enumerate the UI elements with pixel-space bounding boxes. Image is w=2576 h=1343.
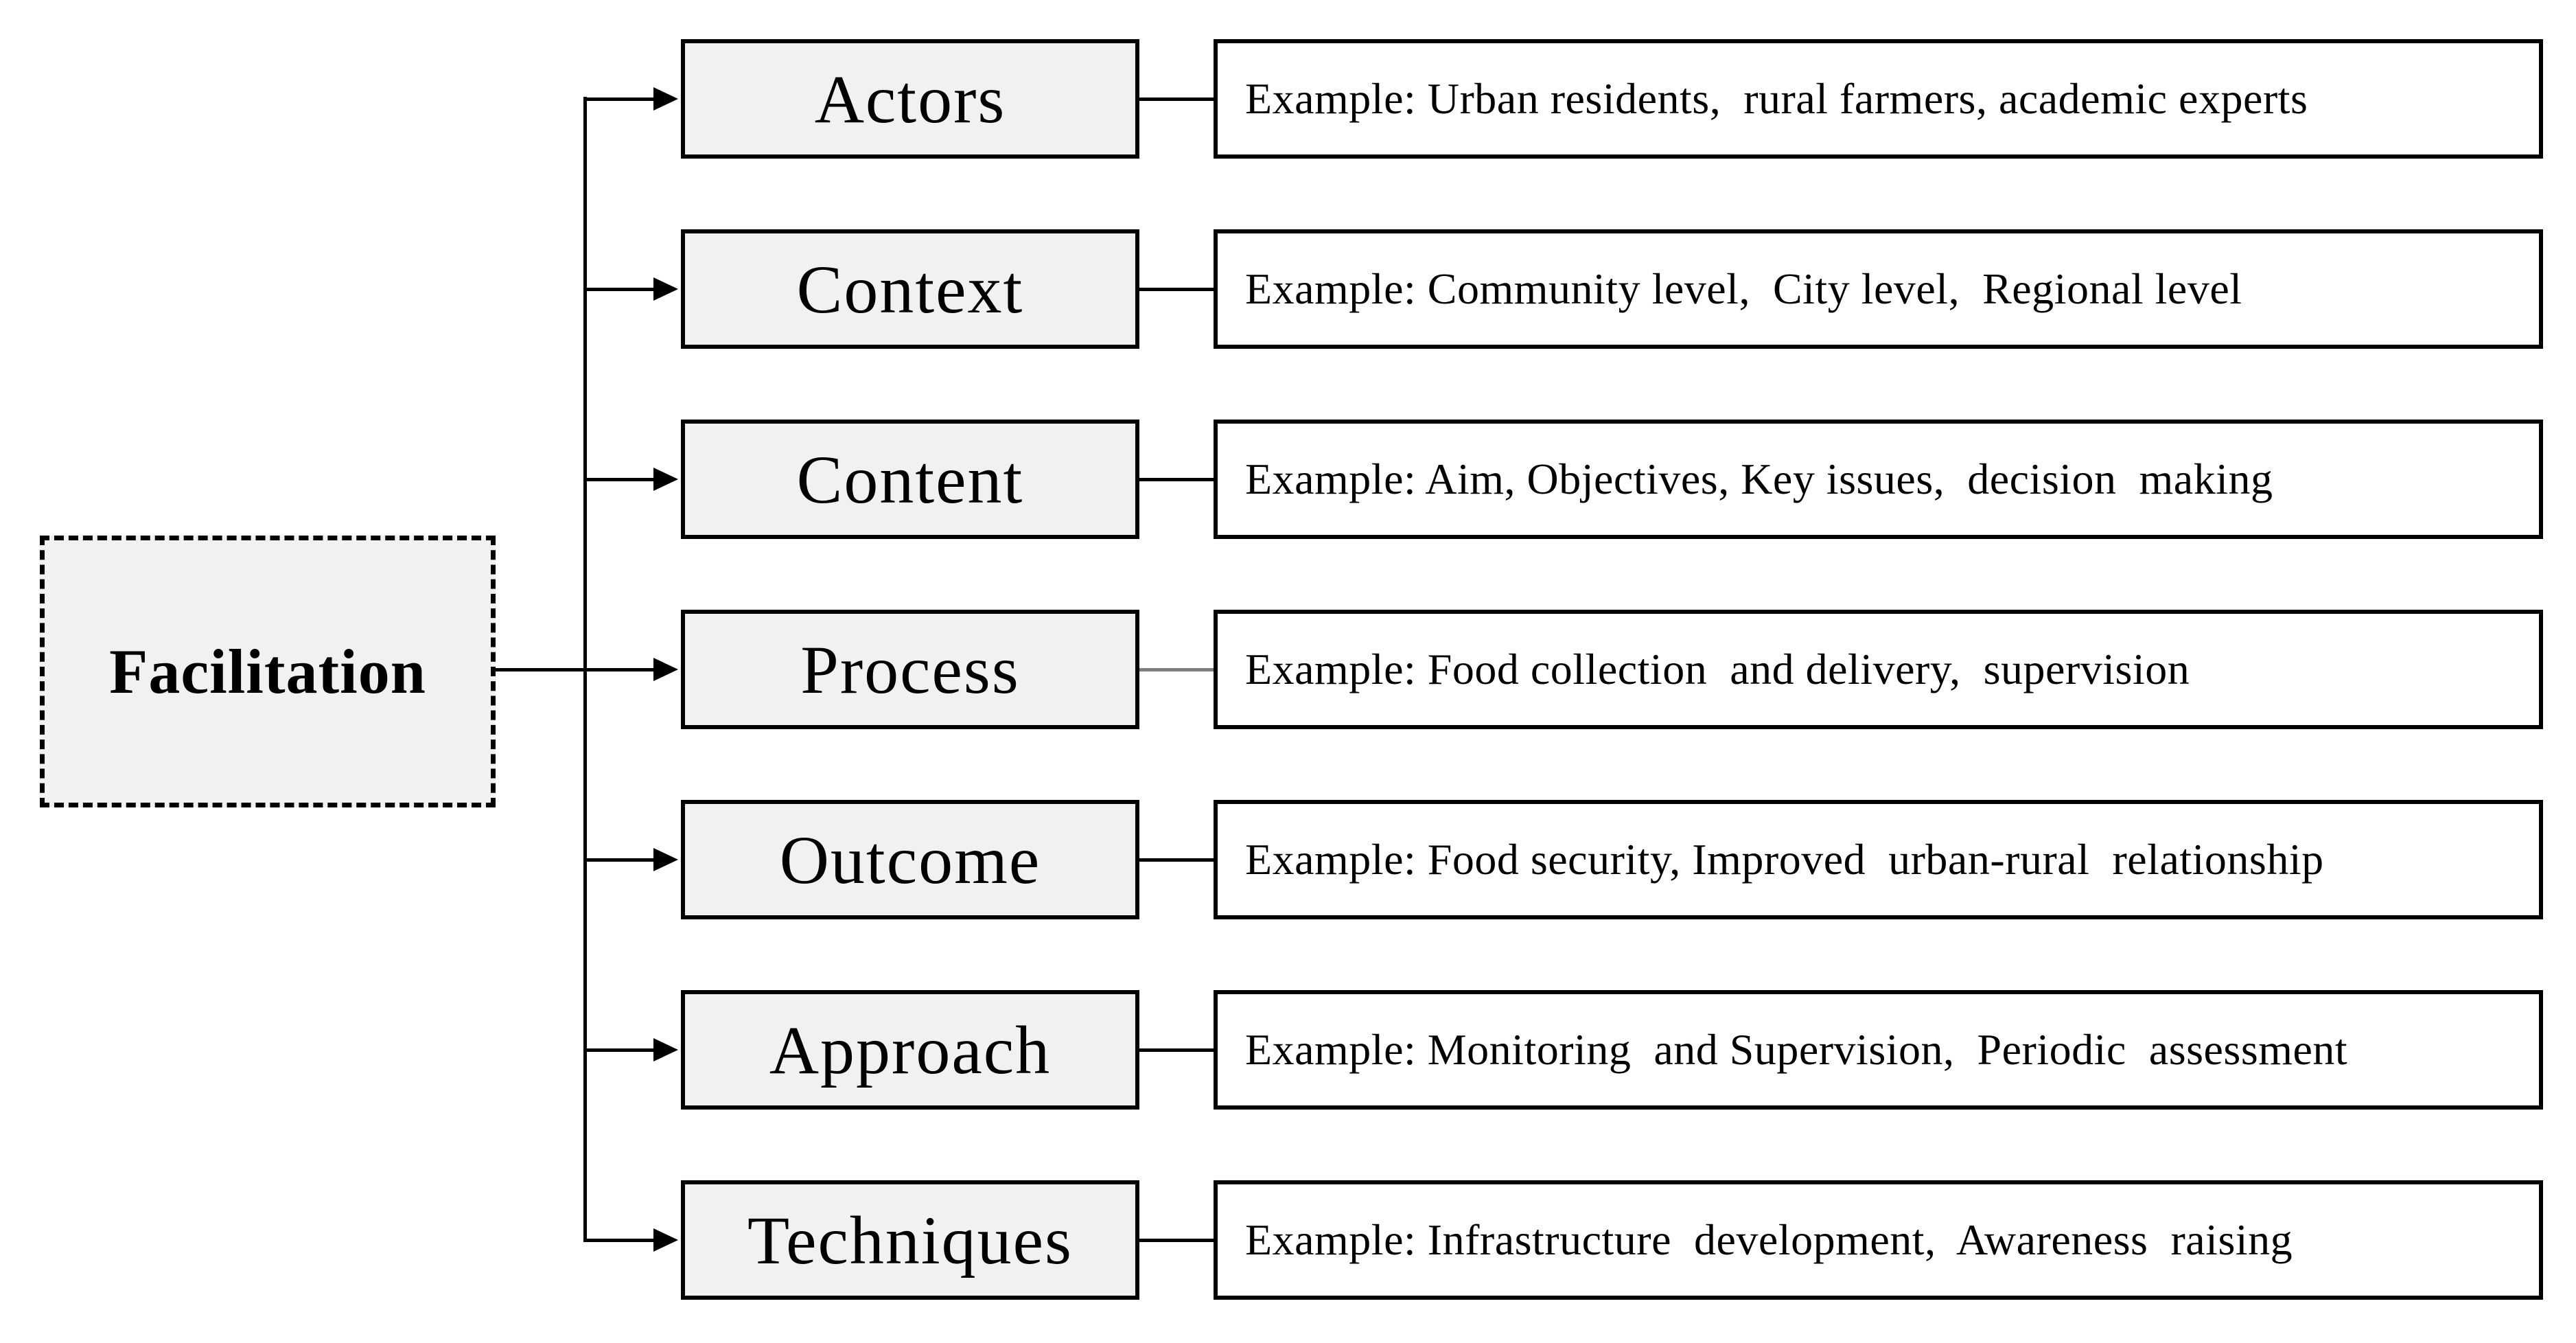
arrowhead-icon: [653, 1038, 678, 1061]
diagram-row-approach: Approach Example: Monitoring and Supervi…: [0, 990, 2576, 1110]
example-text-process: Example: Food collection and delivery, s…: [1245, 645, 2190, 693]
example-box-approach: Example: Monitoring and Supervision, Per…: [1214, 990, 2543, 1110]
example-box-outcome: Example: Food security, Improved urban-r…: [1214, 800, 2543, 919]
connector-techniques-to-example: [1139, 1239, 1214, 1242]
arrowhead-icon: [653, 87, 678, 111]
connector-outcome-to-example: [1139, 858, 1214, 862]
arrowhead-icon: [653, 1228, 678, 1252]
arrowhead-icon: [653, 468, 678, 491]
connector-trunk-to-outcome: [585, 858, 653, 862]
category-box-outcome: Outcome: [681, 800, 1139, 919]
example-box-techniques: Example: Infrastructure development, Awa…: [1214, 1180, 2543, 1300]
example-text-outcome: Example: Food security, Improved urban-r…: [1245, 835, 2324, 884]
category-label-actors: Actors: [814, 60, 1006, 137]
connector-trunk-to-techniques: [585, 1239, 653, 1242]
example-text-content: Example: Aim, Objectives, Key issues, de…: [1245, 455, 2273, 503]
arrowhead-icon: [653, 658, 678, 681]
example-text-context: Example: Community level, City level, Re…: [1245, 264, 2242, 313]
category-label-techniques: Techniques: [747, 1202, 1073, 1278]
connector-trunk-to-content: [585, 478, 653, 481]
category-box-approach: Approach: [681, 990, 1139, 1110]
connector-facilitation-to-process: [496, 668, 653, 672]
category-box-actors: Actors: [681, 39, 1139, 159]
example-text-techniques: Example: Infrastructure development, Awa…: [1245, 1215, 2293, 1264]
connector-content-to-example: [1139, 478, 1214, 481]
category-label-process: Process: [800, 631, 1020, 708]
facilitation-box: Facilitation: [40, 536, 496, 807]
diagram-row-process: Process Example: Food collection and del…: [0, 610, 2576, 729]
diagram-row-actors: Actors Example: Urban residents, rural f…: [0, 39, 2576, 159]
example-text-approach: Example: Monitoring and Supervision, Per…: [1245, 1025, 2348, 1074]
connector-actors-to-example: [1139, 97, 1214, 101]
category-label-outcome: Outcome: [779, 821, 1041, 898]
diagram-row-context: Context Example: Community level, City l…: [0, 229, 2576, 349]
example-text-actors: Example: Urban residents, rural farmers,…: [1245, 74, 2308, 123]
arrowhead-icon: [653, 277, 678, 301]
arrowhead-icon: [653, 848, 678, 871]
connector-trunk-to-context: [585, 288, 653, 291]
category-box-techniques: Techniques: [681, 1180, 1139, 1300]
connector-trunk-to-approach: [585, 1048, 653, 1052]
connector-approach-to-example: [1139, 1048, 1214, 1052]
category-box-content: Content: [681, 420, 1139, 539]
diagram-row-content: Content Example: Aim, Objectives, Key is…: [0, 420, 2576, 539]
diagram-row-techniques: Techniques Example: Infrastructure devel…: [0, 1180, 2576, 1300]
example-box-process: Example: Food collection and delivery, s…: [1214, 610, 2543, 729]
example-box-content: Example: Aim, Objectives, Key issues, de…: [1214, 420, 2543, 539]
diagram-row-outcome: Outcome Example: Food security, Improved…: [0, 800, 2576, 919]
example-box-actors: Example: Urban residents, rural farmers,…: [1214, 39, 2543, 159]
facilitation-label: Facilitation: [109, 636, 426, 707]
connector-context-to-example: [1139, 288, 1214, 291]
category-box-context: Context: [681, 229, 1139, 349]
category-box-process: Process: [681, 610, 1139, 729]
connector-trunk-to-actors: [585, 97, 653, 101]
category-label-context: Context: [796, 251, 1024, 328]
example-box-context: Example: Community level, City level, Re…: [1214, 229, 2543, 349]
connector-process-to-example: [1139, 668, 1214, 672]
category-label-content: Content: [796, 441, 1024, 518]
category-label-approach: Approach: [769, 1011, 1052, 1088]
